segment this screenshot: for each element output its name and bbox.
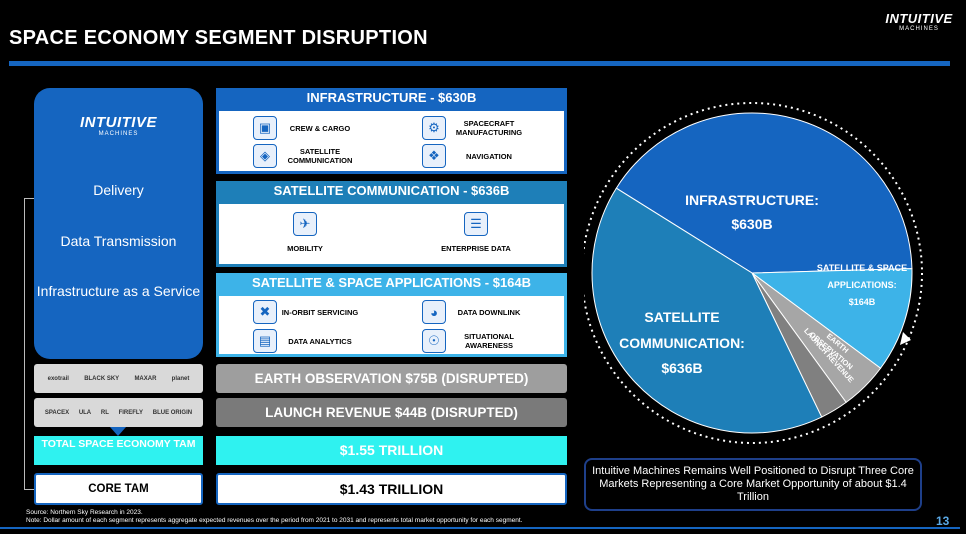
slice-label: INFRASTRUCTURE:: [685, 192, 819, 208]
note-line: Note: Dollar amount of each segment repr…: [26, 517, 523, 524]
infrastructure-box: ▣ CREW & CARGO ⚙ SPACECRAFT MANUFACTURIN…: [216, 108, 567, 174]
manufacturing-icon: ⚙: [422, 116, 446, 140]
panel-logo-subtext: MACHINES: [98, 131, 139, 137]
logo-subtext: MACHINES: [899, 26, 939, 32]
title-underline: [9, 61, 950, 66]
item-enterprise-data: ☰ ENTERPRISE DATA: [433, 212, 519, 253]
page-number: 13: [936, 514, 950, 528]
capability-delivery: Delivery: [93, 182, 144, 198]
page-title: SPACE ECONOMY SEGMENT DISRUPTION: [9, 27, 428, 49]
pie-slice: [750, 268, 913, 369]
item-label: NAVIGATION: [466, 151, 512, 161]
company-logo-text: BLACK SKY: [84, 375, 120, 382]
arrow-head-icon: [900, 332, 911, 345]
slice-label-part: SATELLITE: [644, 309, 719, 325]
item-label: MOBILITY: [287, 244, 323, 253]
crew-cargo-icon: ▣: [253, 116, 277, 140]
company-logo-text: MAXAR: [134, 375, 157, 382]
item-label: SATELLITE COMMUNICATION: [287, 147, 353, 165]
core-tam-value: $1.43 TRILLION: [216, 473, 567, 505]
dish-icon: ◕: [422, 300, 446, 324]
company-logo-text: exotrail: [47, 375, 69, 382]
slice-value: $630B: [731, 216, 772, 232]
capability-data-transmission: Data Transmission: [60, 233, 177, 249]
awareness-icon: ☉: [422, 329, 446, 353]
slice-label-part: COMMUNICATION:: [619, 335, 745, 351]
item-label: DATA DOWNLINK: [457, 307, 521, 317]
earth-observation-bar: EARTH OBSERVATION $75B (DISRUPTED): [216, 364, 567, 393]
company-logo-text: FIREFLY: [118, 409, 144, 416]
item-label: SPACECRAFT MANUFACTURING: [455, 119, 523, 137]
launch-logos: SPACEX ULA RL FIREFLY BLUE ORIGIN: [34, 398, 203, 427]
item-crew-cargo: ▣ CREW & CARGO: [253, 116, 363, 140]
item-mobility: ✈ MOBILITY: [262, 212, 348, 253]
segment-pie-chart: INFRASTRUCTURE: $630B SATELLITE COMMUNIC…: [584, 102, 923, 444]
item-in-orbit-servicing: ✖ IN-ORBIT SERVICING: [253, 300, 363, 324]
capability-infrastructure-service: Infrastructure as a Service: [36, 283, 201, 299]
navigation-icon: ❖: [422, 144, 446, 168]
source-footnote: Source: Northern Sky Research in 2023. N…: [26, 509, 522, 525]
applications-box: ✖ IN-ORBIT SERVICING ◕ DATA DOWNLINK ▤ D…: [216, 293, 567, 357]
applications-heading: SATELLITE & SPACE APPLICATIONS - $164B: [216, 273, 567, 293]
positioning-note: Intuitive Machines Remains Well Position…: [584, 458, 922, 511]
satcom-box: ✈ MOBILITY ☰ ENTERPRISE DATA: [216, 201, 567, 267]
total-tam-value: $1.55 TRILLION: [216, 436, 567, 465]
company-logo: INTUITIVE MACHINES: [884, 12, 954, 33]
item-label: CREW & CARGO: [289, 123, 351, 133]
item-label: ENTERPRISE DATA: [441, 244, 511, 253]
satellite-icon: ◈: [253, 144, 277, 168]
enterprise-data-icon: ☰: [464, 212, 488, 236]
company-logo-text: planet: [171, 375, 190, 382]
satcom-heading: SATELLITE COMMUNICATION - $636B: [216, 181, 567, 201]
item-data-analytics: ▤ DATA ANALYTICS: [253, 329, 363, 353]
core-tam-label: CORE TAM: [34, 473, 203, 505]
tools-icon: ✖: [253, 300, 277, 324]
total-tam-label: TOTAL SPACE ECONOMY TAM: [34, 436, 203, 465]
item-navigation: ❖ NAVIGATION: [422, 144, 532, 168]
slice-label-part: APPLICATIONS:: [827, 280, 896, 290]
pie-slices: [591, 112, 913, 434]
analytics-icon: ▤: [253, 329, 277, 353]
panel-logo-wordmark: INTUITIVE: [79, 114, 157, 131]
earth-observation-logos: exotrail BLACK SKY MAXAR planet: [34, 364, 203, 393]
pie-slice: [591, 187, 823, 434]
company-logo-text: SPACEX: [44, 409, 70, 416]
item-spacecraft-manufacturing: ⚙ SPACECRAFT MANUFACTURING: [422, 116, 532, 140]
slice-value: $636B: [661, 360, 702, 376]
item-label: IN-ORBIT SERVICING: [281, 307, 359, 317]
logo-wordmark: INTUITIVE: [885, 11, 953, 26]
pie-dashed-ring: [584, 102, 923, 444]
pie-slice: [615, 112, 913, 274]
slice-value: $164B: [849, 297, 876, 307]
item-situational-awareness: ☉ SITUATIONAL AWARENESS: [422, 329, 532, 353]
down-arrow-icon: [110, 427, 126, 436]
item-satellite-communication: ◈ SATELLITE COMMUNICATION: [253, 144, 363, 168]
item-label: DATA ANALYTICS: [288, 336, 352, 346]
company-logo-text: ULA: [78, 409, 92, 416]
panel-logo: INTUITIVE MACHINES: [34, 115, 203, 138]
infrastructure-heading: INFRASTRUCTURE - $630B: [216, 88, 567, 108]
footer-line: [0, 527, 960, 529]
mobility-icon: ✈: [293, 212, 317, 236]
slice-label-part: SATELLITE & SPACE: [817, 263, 907, 273]
capabilities-panel: [34, 88, 203, 359]
source-line: Source: Northern Sky Research in 2023.: [26, 509, 143, 516]
company-logo-text: BLUE ORIGIN: [152, 409, 193, 416]
item-label: SITUATIONAL AWARENESS: [464, 332, 514, 350]
left-connector-line: [24, 198, 34, 490]
launch-revenue-bar: LAUNCH REVENUE $44B (DISRUPTED): [216, 398, 567, 427]
item-data-downlink: ◕ DATA DOWNLINK: [422, 300, 532, 324]
company-logo-text: RL: [100, 409, 109, 416]
